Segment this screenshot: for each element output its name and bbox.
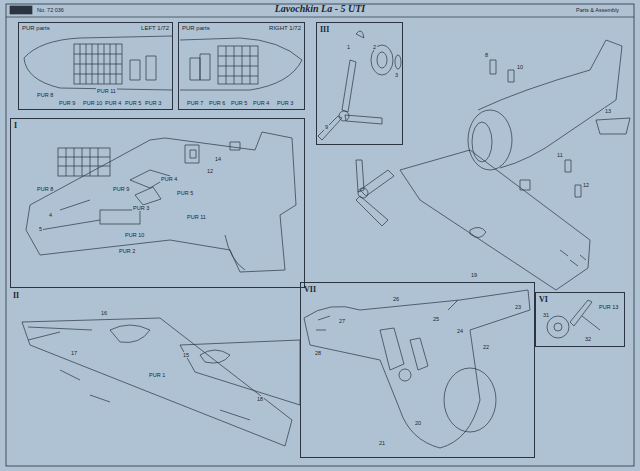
callout-number: 21: [378, 440, 386, 446]
part-label: PUR 9: [112, 186, 130, 192]
callout-number: 18: [256, 396, 264, 402]
callout-number: 24: [456, 328, 464, 334]
callout-number: 19: [470, 272, 478, 278]
inset-label: RIGHT 1/72: [269, 25, 301, 31]
callout-number: 25: [432, 316, 440, 322]
panel-box: VII: [300, 282, 535, 458]
callout-number: 5: [38, 226, 43, 232]
callout-number: 15: [182, 352, 190, 358]
part-label: PUR 3: [276, 100, 294, 106]
inset-label: LEFT 1/72: [141, 25, 169, 31]
part-label: PUR 11: [96, 88, 117, 94]
step-number: VII: [304, 285, 316, 294]
part-label: PUR 8: [36, 186, 54, 192]
part-label: PUR 13: [598, 304, 619, 310]
part-label: PUR 3: [132, 205, 150, 211]
callout-number: 32: [584, 336, 592, 342]
callout-number: 4: [48, 212, 53, 218]
part-label: PUR 10: [124, 232, 145, 238]
part-label: PUR 5: [230, 100, 248, 106]
callout-number: 13: [604, 108, 612, 114]
part-label: PUR 7: [186, 100, 204, 106]
part-label: PUR 5: [124, 100, 142, 106]
callout-number: 12: [206, 168, 214, 174]
part-label: PUR 9: [58, 100, 76, 106]
callout-number: 1: [346, 44, 351, 50]
part-label: PUR 1: [148, 372, 166, 378]
callout-number: 9: [324, 124, 329, 130]
inset-label: PUR parts: [22, 25, 50, 31]
callout-number: 23: [514, 304, 522, 310]
inset-label: PUR parts: [182, 25, 210, 31]
callout-number: 11: [556, 152, 564, 158]
panel-box: PUR parts RIGHT 1/72: [178, 22, 305, 110]
callout-number: II: [12, 292, 20, 301]
panel-box: VI: [535, 292, 625, 347]
callout-number: 14: [214, 156, 222, 162]
callout-number: 17: [70, 350, 78, 356]
part-label: PUR 11: [186, 214, 207, 220]
callout-number: 20: [414, 420, 422, 426]
callout-number: 22: [482, 344, 490, 350]
callout-number: 27: [338, 318, 346, 324]
step-number: I: [14, 121, 17, 130]
part-label: PUR 4: [104, 100, 122, 106]
callout-number: 31: [542, 312, 550, 318]
step-number: VI: [539, 295, 548, 304]
part-label: PUR 6: [208, 100, 226, 106]
part-label: PUR 5: [176, 190, 194, 196]
step-number: III: [320, 25, 329, 34]
part-label: PUR 4: [252, 100, 270, 106]
callout-number: 12: [582, 182, 590, 188]
callout-number: 8: [484, 52, 489, 58]
part-label: PUR 4: [160, 176, 178, 182]
part-label: PUR 3: [144, 100, 162, 106]
callout-number: 3: [394, 72, 399, 78]
part-label: No. 72 036: [36, 7, 65, 13]
callout-number: 28: [314, 350, 322, 356]
callout-number: 16: [100, 310, 108, 316]
part-label: PUR 8: [36, 92, 54, 98]
callout-number: 10: [516, 64, 524, 70]
part-label: Parts & Assembly: [575, 7, 620, 13]
part-label: PUR 2: [118, 248, 136, 254]
callout-number: 26: [392, 296, 400, 302]
callout-number: 2: [372, 44, 377, 50]
panel-box: I: [10, 118, 305, 288]
part-label: PUR 10: [82, 100, 103, 106]
sheet-title: Lavochkin La - 5 UTI: [0, 3, 640, 14]
